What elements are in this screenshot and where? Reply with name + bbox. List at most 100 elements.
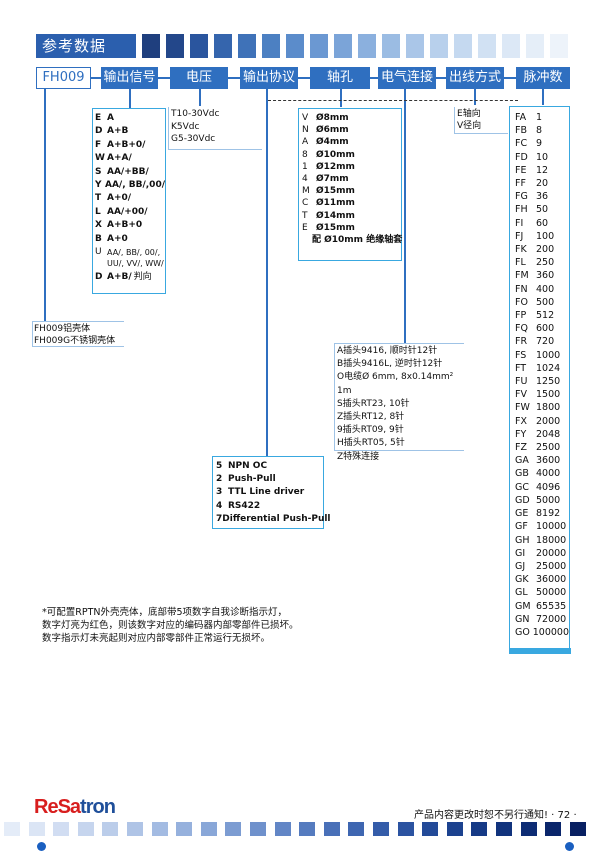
option-code: FN bbox=[515, 283, 528, 295]
option-code: FK bbox=[515, 244, 527, 256]
header-cable-exit: 出线方式 bbox=[446, 67, 504, 89]
option-code: FY bbox=[515, 428, 527, 440]
page-title: 参考数据 bbox=[36, 34, 136, 58]
connector-pulses bbox=[542, 89, 544, 105]
footer-square bbox=[200, 822, 217, 836]
footer-square bbox=[348, 822, 365, 836]
option-code: GH bbox=[515, 534, 530, 546]
footer-square bbox=[545, 822, 562, 836]
option-value: 60 bbox=[536, 217, 549, 229]
option-value: 4000 bbox=[536, 468, 561, 480]
option-code: T bbox=[171, 109, 177, 119]
header-shaft: 轴孔 bbox=[310, 67, 370, 89]
cable-exit-row: V径向 bbox=[457, 120, 508, 132]
footer-square bbox=[422, 822, 439, 836]
option-value: A+B+0 bbox=[107, 220, 143, 231]
shaft-note-text: 配 Ø10mm 绝缘轴套 bbox=[312, 235, 403, 246]
output-signal-u-row: U AA/, BB/, 00/, bbox=[95, 247, 165, 258]
option-code: GB bbox=[515, 468, 529, 480]
connector-connection bbox=[404, 89, 406, 343]
option-code: D bbox=[95, 126, 103, 137]
option-value: 512 bbox=[536, 310, 555, 322]
option-value: 65535 bbox=[536, 600, 567, 612]
footer-square bbox=[53, 822, 70, 836]
option-value: 1024 bbox=[536, 362, 561, 374]
option-value: UU/, VV/, WW/ bbox=[107, 259, 164, 269]
footer-square bbox=[4, 822, 20, 836]
option-value: 2048 bbox=[536, 428, 561, 440]
option-code: FG bbox=[515, 191, 528, 203]
option-code: M bbox=[302, 186, 310, 197]
note-line-3: 数字指示灯未亮起则对应内部零部件正常运行无损坏。 bbox=[42, 633, 271, 644]
footer-square bbox=[569, 822, 586, 836]
option-value: 12 bbox=[536, 164, 549, 176]
pulses-row: FC 9 bbox=[510, 137, 569, 150]
banner-square bbox=[454, 34, 472, 58]
option-code: FE bbox=[515, 164, 527, 176]
footer-square bbox=[274, 822, 291, 836]
option-value: 10 bbox=[536, 151, 549, 163]
option-value: 1800 bbox=[536, 402, 561, 414]
header-protocol: 输出协议 bbox=[240, 67, 298, 89]
option-value: Ø7mm bbox=[316, 174, 349, 185]
footer-square bbox=[250, 822, 266, 836]
banner-square bbox=[238, 34, 256, 58]
option-code: FJ bbox=[515, 230, 524, 242]
connection-row: 9插头RT09, 9针 bbox=[337, 424, 464, 437]
footer-notice: 产品内容更改时恕不另行通知! · 72 · bbox=[414, 810, 577, 821]
option-value: Ø14mm bbox=[316, 210, 355, 221]
footer-square bbox=[471, 822, 488, 836]
banner-square bbox=[430, 34, 448, 58]
dashed-guide bbox=[268, 100, 518, 101]
voltage-row: T10-30Vdc bbox=[171, 108, 262, 121]
option-code: FL bbox=[515, 257, 526, 269]
option-code: 4 bbox=[302, 174, 308, 185]
option-value: Differential Push-Pull bbox=[222, 513, 331, 524]
option-value: 插头9416, 顺时针12针 bbox=[343, 346, 438, 356]
note-line-1: *可配置RPTN外壳壳体，底部带5项数字自我诊断指示灯， bbox=[42, 607, 288, 618]
footer-square bbox=[323, 822, 340, 836]
option-code: FC bbox=[515, 138, 528, 150]
option-value: 9 bbox=[536, 138, 543, 150]
option-value: AA/+BB/ bbox=[107, 166, 149, 177]
banner-square bbox=[214, 34, 232, 58]
option-value: Ø4mm bbox=[316, 137, 349, 148]
option-code: 4 bbox=[216, 500, 223, 511]
option-value: 50 bbox=[536, 204, 549, 216]
option-value: Push-Pull bbox=[228, 474, 276, 485]
option-value: AA/, BB/,00/ bbox=[104, 180, 165, 191]
option-code: 9 bbox=[337, 425, 343, 436]
option-code: V bbox=[302, 113, 309, 123]
option-value: AA/+00/ bbox=[107, 206, 148, 217]
option-code: Z bbox=[337, 451, 344, 462]
footer-square bbox=[225, 822, 242, 836]
banner-square bbox=[478, 34, 496, 58]
option-value: 5Vdc bbox=[176, 121, 200, 132]
footer-square bbox=[496, 822, 512, 836]
option-code: 7 bbox=[216, 513, 223, 524]
